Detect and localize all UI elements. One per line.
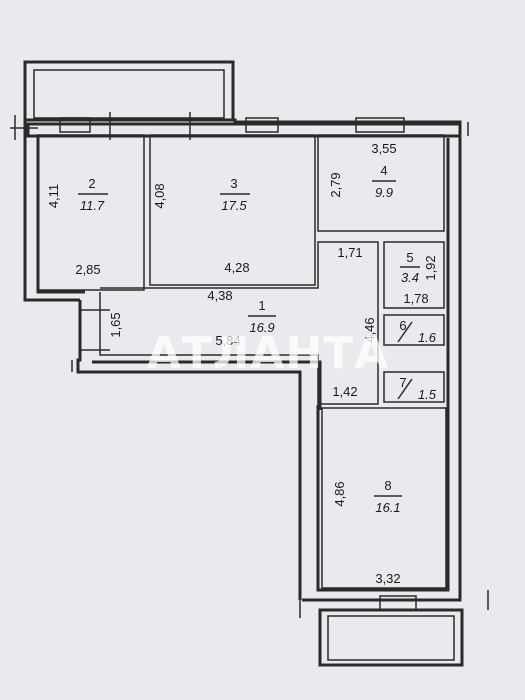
room-4-area: 9.9: [375, 185, 393, 200]
room-4-outline: [317, 134, 445, 232]
room-6-label: 6 1.6: [397, 318, 437, 345]
room-3-label: 3 17.5: [220, 176, 250, 213]
room-3-outline: [149, 134, 316, 286]
room-5-outline: [383, 241, 445, 309]
room-6-area: 1.6: [418, 330, 437, 345]
room-3-number: 3: [230, 176, 237, 191]
room-7-outline: [383, 371, 445, 403]
dim-r8-width: 3,32: [375, 571, 400, 586]
room-6-number: 6: [399, 318, 406, 333]
dim-r4-width: 3,55: [371, 141, 396, 156]
dim-r2-height: 4,11: [46, 184, 61, 208]
room-8-label: 8 16.1: [374, 478, 402, 515]
room-7-number: 7: [399, 375, 406, 390]
dim-r5-width: 1,78: [403, 291, 428, 306]
room-8-number: 8: [384, 478, 391, 493]
dim-hall-corridor: 1,71: [337, 245, 362, 260]
dim-r3-height: 4,08: [152, 183, 167, 208]
room-1-area: 16.9: [249, 320, 274, 335]
dim-r8-height: 4,86: [332, 481, 347, 506]
room-2-number: 2: [88, 176, 95, 191]
hall-outline: [99, 241, 379, 405]
watermark: АТЛАНТА: [147, 328, 390, 379]
room-7-label: 7 1.5: [397, 375, 437, 402]
room-5-number: 5: [406, 250, 413, 265]
dim-r4-height: 2,79: [328, 172, 343, 197]
room-3-area: 17.5: [221, 198, 247, 213]
dim-r3-width: 4,28: [224, 260, 249, 275]
room-1-label: 1 16.9: [248, 298, 276, 335]
dim-r7-gap: 1,42: [332, 384, 357, 399]
room-8-outline: [321, 407, 447, 589]
dim-r5-height: 1,92: [423, 255, 438, 280]
room-2-outline: [37, 134, 145, 291]
room-6-outline: [383, 314, 445, 346]
dim-hall-width-bottom: 5,84: [215, 333, 240, 348]
room-4-number: 4: [380, 163, 387, 178]
dim-hall-height: 1,65: [108, 312, 123, 337]
room-2-label: 2 11.7: [78, 176, 108, 213]
dim-hall-width-top: 4,38: [207, 288, 232, 303]
room-4-label: 4 9.9: [372, 163, 396, 200]
bottom-balcony: [318, 608, 464, 667]
room-5-area: 3.4: [401, 270, 419, 285]
room-2-area: 11.7: [80, 198, 105, 213]
room-5-label: 5 3.4: [400, 250, 420, 285]
wall-break-marks: [10, 112, 489, 618]
room-1-number: 1: [258, 298, 265, 313]
dimension-labels: 4,11 2,85 4,08 4,28 3,55 2,79 1,71 1,92 …: [46, 141, 438, 586]
dim-r2-width: 2,85: [75, 262, 100, 277]
room-7-area: 1.5: [418, 387, 437, 402]
dim-hall-side: 4,46: [362, 317, 377, 342]
room-8-area: 16.1: [375, 500, 400, 515]
